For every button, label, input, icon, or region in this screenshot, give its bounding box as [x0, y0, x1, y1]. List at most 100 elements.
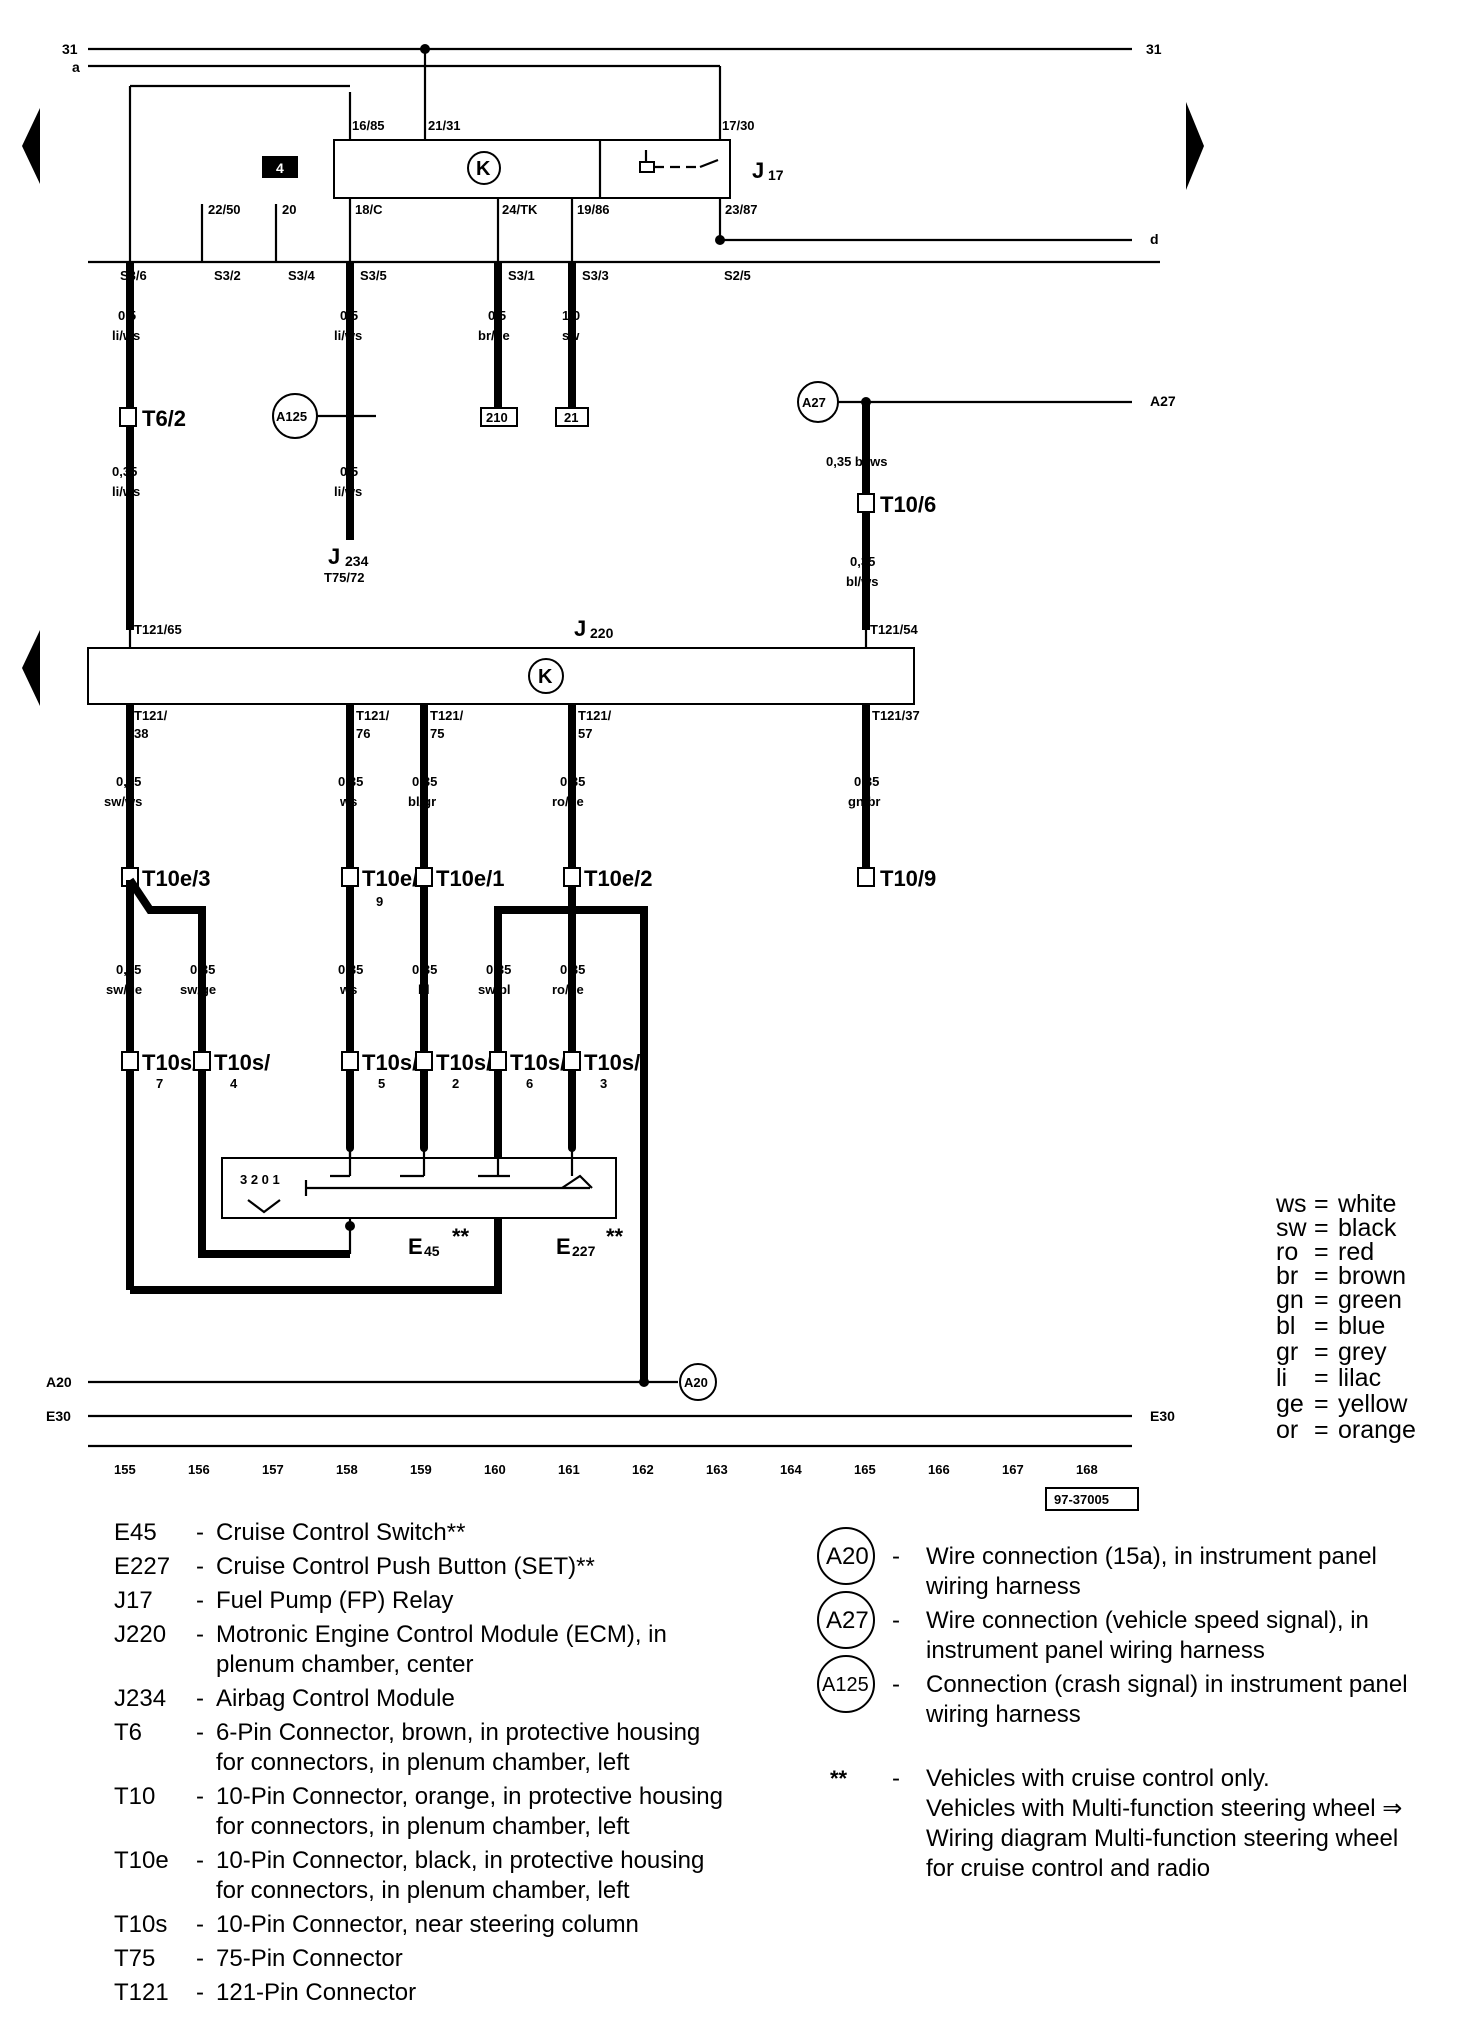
svg-text:75: 75	[430, 726, 444, 741]
svg-text:A27: A27	[802, 395, 826, 410]
wire-label: 0,5 li/ws	[334, 308, 362, 343]
connector-T10s-7: T10s/ 7	[121, 1050, 198, 1091]
svg-text:bl: bl	[1276, 1312, 1295, 1340]
svg-text:19/86: 19/86	[577, 202, 610, 217]
prev-page-arrow-mid[interactable]	[22, 630, 40, 706]
svg-text:sw/ge: sw/ge	[106, 982, 142, 997]
svg-text:160: 160	[484, 1462, 506, 1477]
svg-text:T10e/2: T10e/2	[584, 866, 653, 891]
svg-text:T10/9: T10/9	[880, 866, 936, 891]
svg-text:234: 234	[345, 553, 369, 569]
diagram-id: 97-37005	[1045, 1487, 1139, 1511]
svg-text:T10/6: T10/6	[880, 492, 936, 517]
svg-text:Wire connection (15a), in inst: Wire connection (15a), in instrument pan…	[926, 1543, 1377, 1570]
ecm-J220: K J 220	[87, 616, 915, 705]
svg-text:-: -	[196, 1553, 204, 1580]
wire-label: 0,5 br/ge	[478, 308, 510, 343]
connector-T6-2: T6/2	[119, 406, 186, 431]
svg-text:0,35: 0,35	[116, 962, 141, 977]
svg-text:10-Pin Connector, orange, in p: 10-Pin Connector, orange, in protective …	[216, 1783, 723, 1810]
svg-text:wiring harness: wiring harness	[925, 1573, 1081, 1600]
wire-label: 0,35 li/ws	[112, 464, 140, 499]
svg-text:Wire connection (vehicle speed: Wire connection (vehicle speed signal), …	[926, 1607, 1369, 1634]
svg-text:S3/4: S3/4	[288, 268, 316, 283]
svg-text:=: =	[1314, 1364, 1329, 1392]
svg-text:A20: A20	[684, 1375, 708, 1390]
svg-text:10-Pin Connector, near steerin: 10-Pin Connector, near steering column	[216, 1911, 639, 1938]
component-J234: J 234 T75/72	[324, 544, 369, 585]
svg-text:-: -	[892, 1765, 900, 1792]
svg-text:3 2 0 1: 3 2 0 1	[240, 1172, 280, 1187]
svg-text:T121/37: T121/37	[872, 708, 920, 723]
svg-text:31: 31	[62, 41, 78, 57]
svg-text:16/85: 16/85	[352, 118, 385, 133]
wire-label: 0,35 bl/ws	[846, 554, 879, 589]
svg-text:22/50: 22/50	[208, 202, 241, 217]
svg-text:a: a	[72, 59, 80, 75]
svg-text:**: **	[606, 1224, 624, 1249]
svg-text:97-37005: 97-37005	[1054, 1492, 1109, 1507]
svg-text:T121/: T121/	[356, 708, 390, 723]
svg-text:orange: orange	[1338, 1416, 1416, 1444]
svg-text:21: 21	[564, 410, 578, 425]
svg-text:T10s/: T10s/	[436, 1050, 492, 1075]
svg-text:-: -	[196, 1587, 204, 1614]
svg-text:bl: bl	[418, 982, 430, 997]
svg-text:168: 168	[1076, 1462, 1098, 1477]
svg-text:gn/br: gn/br	[848, 794, 881, 809]
svg-text:A125: A125	[822, 1674, 869, 1696]
svg-text:br: br	[1276, 1262, 1298, 1290]
svg-text:Fuel Pump (FP) Relay: Fuel Pump (FP) Relay	[216, 1587, 453, 1614]
svg-text:gr: gr	[1276, 1338, 1298, 1366]
svg-text:white: white	[1337, 1190, 1396, 1218]
svg-text:S2/5: S2/5	[724, 268, 751, 283]
component-E45: E 45 **	[408, 1224, 470, 1259]
svg-text:-: -	[196, 1979, 204, 2006]
next-page-arrow[interactable]	[1186, 102, 1204, 190]
svg-text:=: =	[1314, 1238, 1329, 1266]
wire-label: 0,5 li/ws	[112, 308, 140, 343]
svg-text:T10e: T10e	[114, 1847, 169, 1874]
svg-text:ro/ge: ro/ge	[552, 794, 584, 809]
svg-text:T10e/1: T10e/1	[436, 866, 505, 891]
svg-text:for connectors, in plenum cham: for connectors, in plenum chamber, left	[216, 1813, 630, 1840]
svg-text:bl/gr: bl/gr	[408, 794, 436, 809]
svg-text:-: -	[892, 1671, 900, 1698]
svg-text:S3/2: S3/2	[214, 268, 241, 283]
svg-text:6-Pin Connector, brown, in pro: 6-Pin Connector, brown, in protective ho…	[216, 1719, 700, 1746]
svg-text:=: =	[1314, 1338, 1329, 1366]
component-list: E45-Cruise Control Switch** E227-Cruise …	[114, 1519, 723, 2006]
svg-text:S3/5: S3/5	[360, 268, 387, 283]
svg-text:-: -	[196, 1945, 204, 1972]
rail-a: a	[72, 59, 722, 118]
connector-T10s-6: T10s/ 6	[489, 1050, 566, 1091]
connector-T10s-4: T10s/ 4	[193, 1050, 270, 1091]
ref-A27-top: A27	[797, 381, 839, 423]
svg-text:Vehicles with Multi-function s: Vehicles with Multi-function steering wh…	[926, 1795, 1402, 1822]
svg-text:A20: A20	[46, 1374, 72, 1390]
svg-text:ws: ws	[339, 794, 357, 809]
component-E227: E 227 **	[556, 1224, 624, 1259]
prev-page-arrow-top[interactable]	[22, 108, 40, 184]
svg-text:ro: ro	[1276, 1238, 1298, 1266]
svg-text:T6/2: T6/2	[142, 406, 186, 431]
svg-text:li/ws: li/ws	[112, 328, 140, 343]
svg-text:-: -	[196, 1519, 204, 1546]
svg-text:green: green	[1338, 1286, 1402, 1314]
svg-text:sw: sw	[562, 328, 580, 343]
svg-text:0,35: 0,35	[338, 774, 363, 789]
svg-text:blue: blue	[1338, 1312, 1385, 1340]
svg-text:grey: grey	[1338, 1338, 1387, 1366]
svg-text:161: 161	[558, 1462, 580, 1477]
connector-T10e-3: T10e/3	[121, 866, 211, 891]
svg-text:sw/ge: sw/ge	[180, 982, 216, 997]
svg-text:T10s/: T10s/	[214, 1050, 270, 1075]
svg-text:4: 4	[276, 160, 284, 176]
svg-text:T10: T10	[114, 1783, 155, 1810]
svg-text:li/ws: li/ws	[334, 484, 362, 499]
wire-label: 0,5 li/ws	[334, 464, 362, 499]
svg-text:=: =	[1314, 1262, 1329, 1290]
svg-text:T121/: T121/	[430, 708, 464, 723]
svg-text:lilac: lilac	[1338, 1364, 1381, 1392]
svg-text:T10s/: T10s/	[362, 1050, 418, 1075]
